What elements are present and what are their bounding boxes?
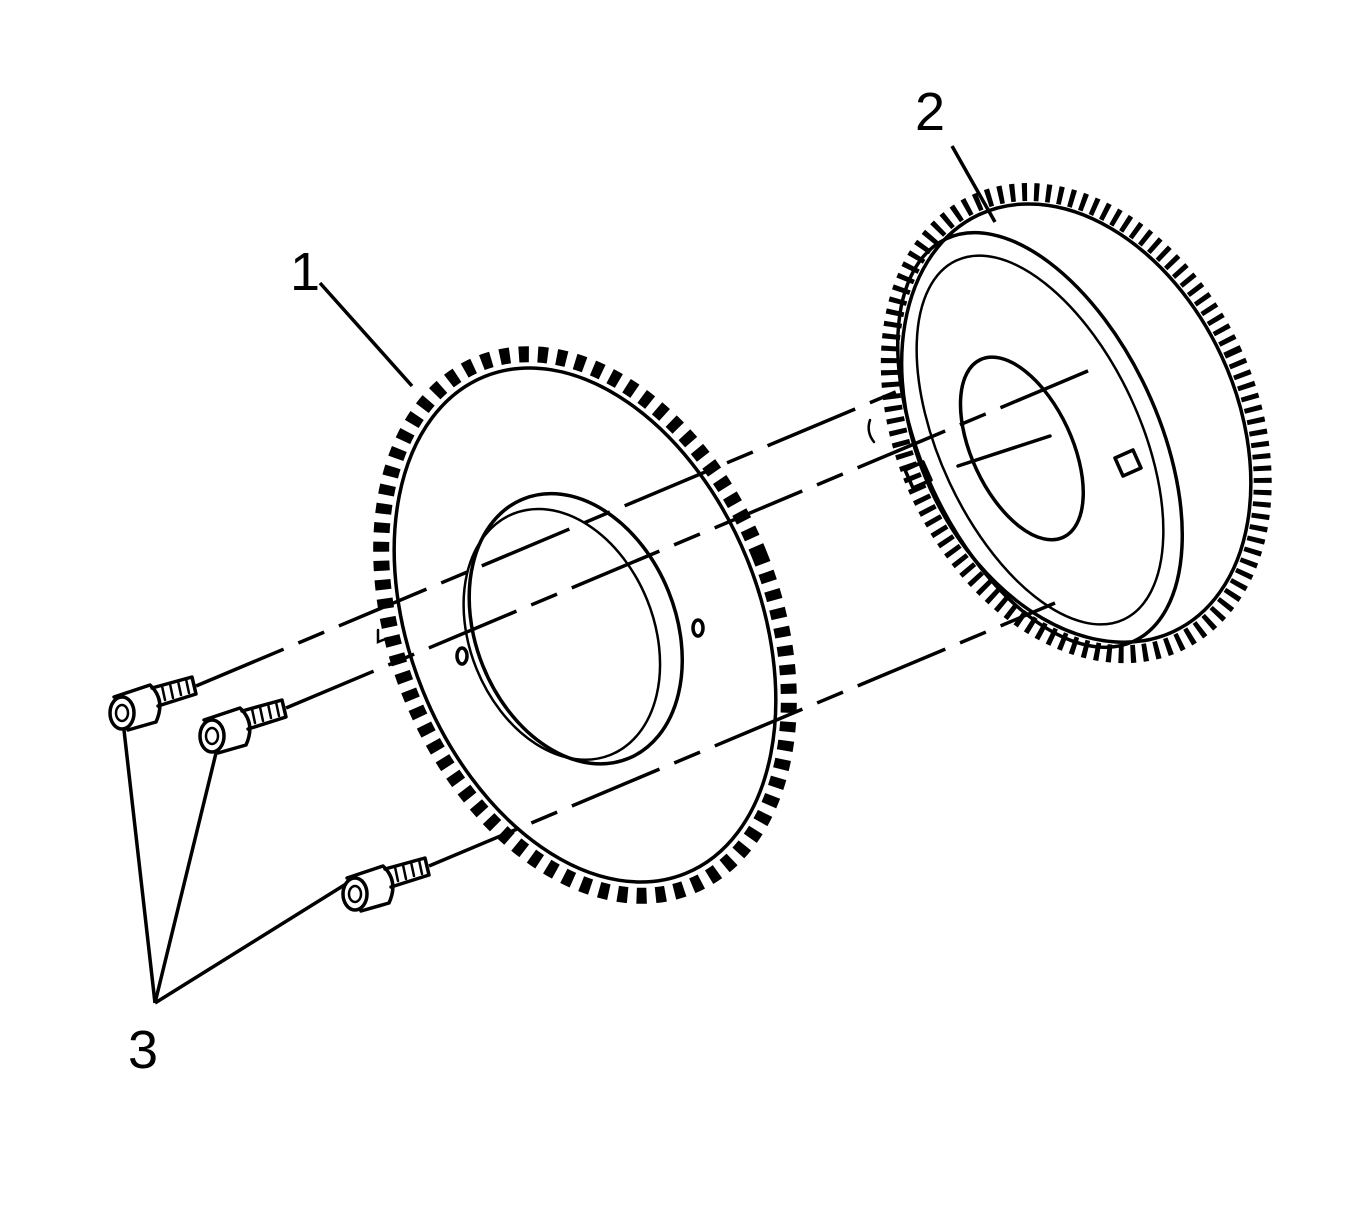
callout-leaders: [122, 145, 997, 1005]
gear-2: [880, 183, 1272, 664]
gear-1-holes: [376, 618, 705, 666]
bolt-bottom: [341, 856, 431, 913]
callout-3-label: 3: [128, 1020, 158, 1080]
gear-2-pins: [867, 418, 1143, 490]
bolt-top: [108, 675, 198, 732]
bolt-middle: [198, 698, 288, 755]
callout-2-label: 2: [915, 82, 945, 142]
assembly-lines: [195, 366, 1096, 868]
callout-1-label: 1: [290, 242, 320, 302]
gear-1: [373, 346, 797, 904]
